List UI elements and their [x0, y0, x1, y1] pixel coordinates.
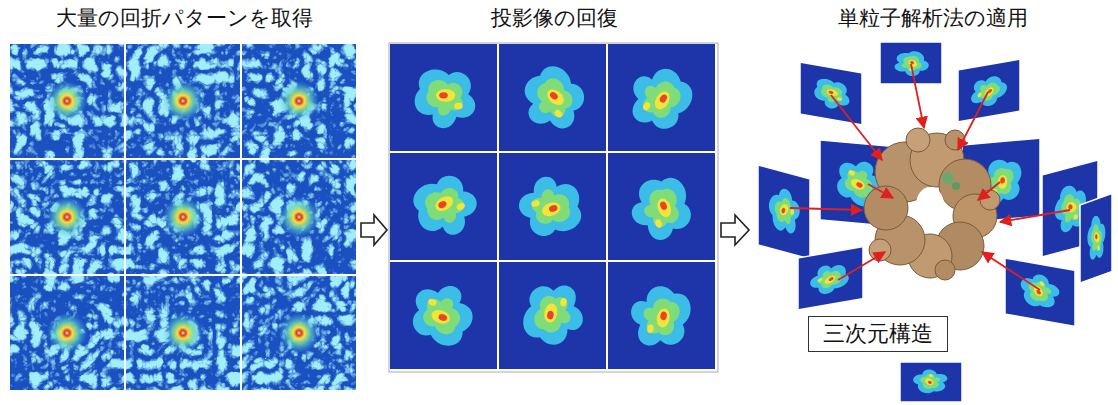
label-box: 三次元構造: [808, 316, 948, 352]
panel-heading: 単粒子解析法の適用: [752, 4, 1114, 32]
hollow-arrow: [721, 215, 749, 245]
hollow-arrow: [361, 215, 387, 245]
panel-heading: 投影像の回復: [390, 4, 718, 32]
panel: 投影像の回復: [390, 4, 718, 372]
panel-heading: 大量の回折パターンを取得: [10, 4, 358, 32]
structure-label: 三次元構造: [823, 321, 933, 346]
panel: 大量の回折パターンを取得: [10, 4, 358, 398]
panel: 単粒子解析法の適用三次元構造: [752, 4, 1114, 402]
